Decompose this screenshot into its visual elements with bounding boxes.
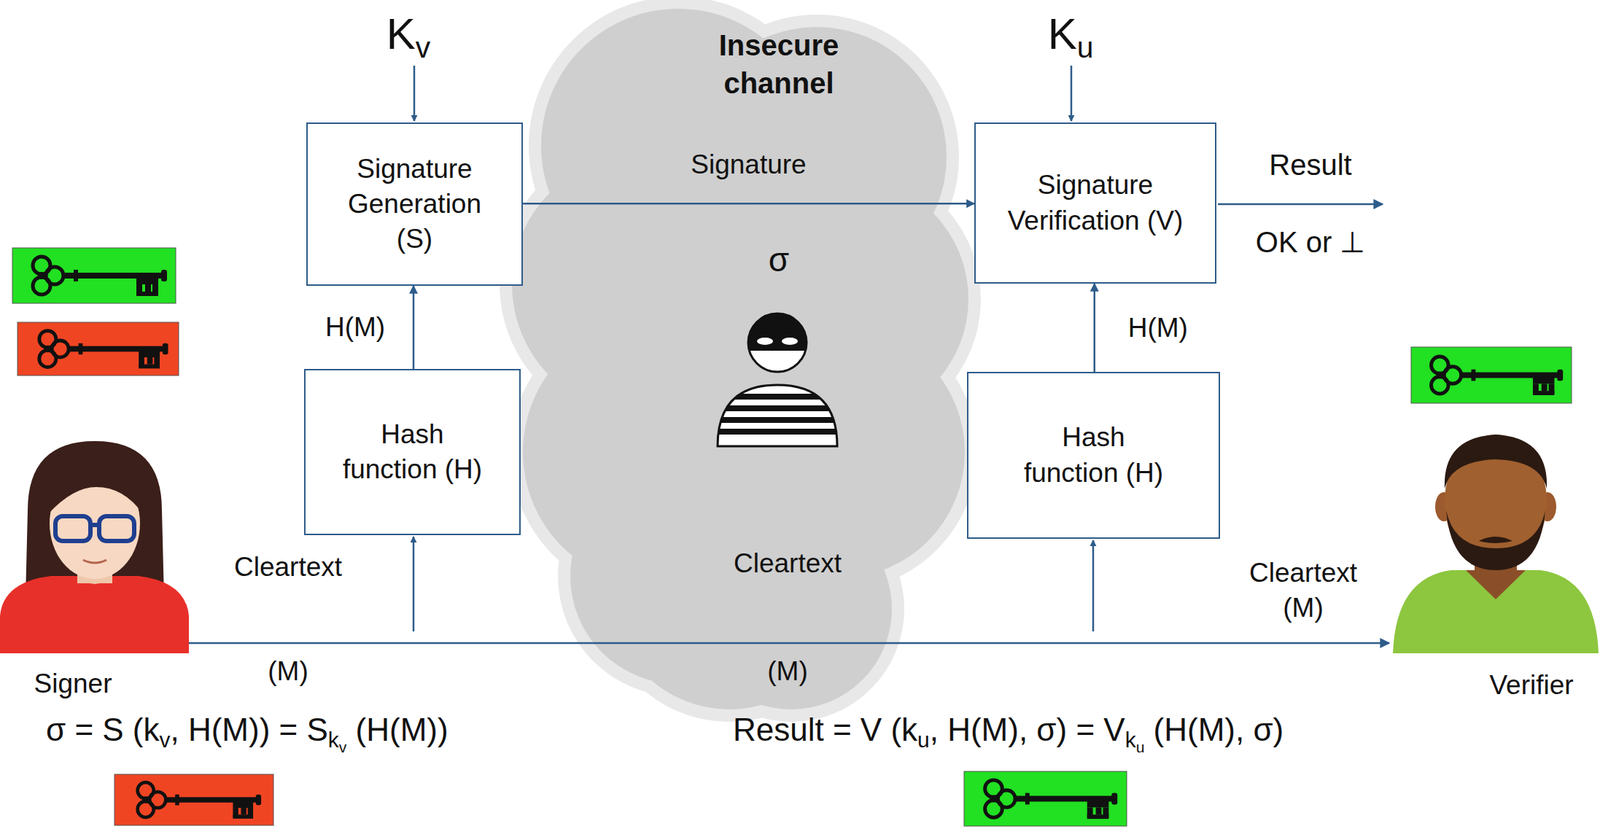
hash-box: Hash function (H) <box>304 369 521 536</box>
channel-title: Insecure channel <box>719 29 840 100</box>
box-label: Hash function (H) <box>339 417 486 488</box>
process-box: Signature Generation (S) <box>306 122 523 286</box>
role-label-group: Verifier <box>1489 668 1574 704</box>
message-label: Cleartext <box>733 548 842 579</box>
formula: σ = S (k <box>45 711 160 748</box>
signer-figure <box>0 441 189 654</box>
formula: , H(M), σ) = V <box>929 711 1126 748</box>
output-label-group: Result <box>1268 145 1352 184</box>
formula: Result = V (k <box>732 711 918 748</box>
formula: (H(M)) <box>346 711 448 748</box>
formula: (H(M), σ) <box>1144 711 1284 748</box>
key-icons <box>12 247 1572 827</box>
channel-title-group: Insecure channel <box>694 26 863 103</box>
role-label: Signer <box>34 668 113 699</box>
output-label: Result <box>1268 148 1352 181</box>
role-label-group: Signer <box>34 666 113 702</box>
key-symbol: K <box>386 9 416 59</box>
message-label-group: (M) <box>767 654 808 690</box>
flow-lines <box>188 65 1390 644</box>
role-label: Verifier <box>1489 670 1574 701</box>
formula: , H(M)) = S <box>169 711 328 748</box>
key-symbol-group: Ku <box>1047 5 1094 68</box>
flow-arrow <box>522 202 975 205</box>
formula-group: σ = S (kv, H(M)) = Skv (H(M)) <box>45 708 449 757</box>
message-label-group: Cleartext <box>733 546 842 582</box>
subscript: v <box>339 738 348 756</box>
subscript: u <box>1136 738 1145 756</box>
key-symbol: K <box>1047 9 1078 59</box>
subscript: k <box>328 727 340 752</box>
box-label: Signature Generation (S) <box>331 151 499 257</box>
hash-box: Hash function (H) <box>967 371 1221 539</box>
flow-arrow <box>412 285 415 370</box>
insecure-cloud <box>499 0 981 722</box>
subscript: u <box>1077 30 1094 65</box>
message-label: (M) <box>767 656 808 687</box>
subscript: v <box>415 30 431 65</box>
output-label: OK or ⊥ <box>1255 226 1366 259</box>
flow-arrow <box>1093 283 1097 372</box>
process-box: Signature Verification (V) <box>974 122 1217 284</box>
message-label-group: Cleartext <box>234 549 343 585</box>
box-label: Hash function (H) <box>1020 420 1167 491</box>
formula-group: Result = V (ku, H(M), σ) = Vku (H(M), σ) <box>732 708 1284 757</box>
subscript: v <box>159 727 171 752</box>
edge-label: H(M) <box>1128 312 1188 344</box>
verifier-figure <box>1392 434 1599 654</box>
subscript: u <box>917 727 930 752</box>
box-label: Signature Verification (V) <box>1004 167 1187 238</box>
signature-symbol: σ <box>768 240 790 279</box>
output-label-group: OK or ⊥ <box>1255 223 1366 262</box>
message-label: Cleartext (M) <box>1249 557 1358 623</box>
message-label: (M) <box>267 656 308 687</box>
edge-label: Signature <box>690 149 806 181</box>
message-label: Cleartext <box>234 552 343 582</box>
subscript: k <box>1125 727 1137 752</box>
key-symbol-group: Kv <box>386 5 431 68</box>
message-label-group: Cleartext (M) <box>1230 555 1377 626</box>
attacker-icon <box>714 309 846 447</box>
message-label-group: (M) <box>267 654 308 690</box>
edge-label: H(M) <box>325 312 386 343</box>
signature-symbol-group: σ <box>768 238 790 283</box>
